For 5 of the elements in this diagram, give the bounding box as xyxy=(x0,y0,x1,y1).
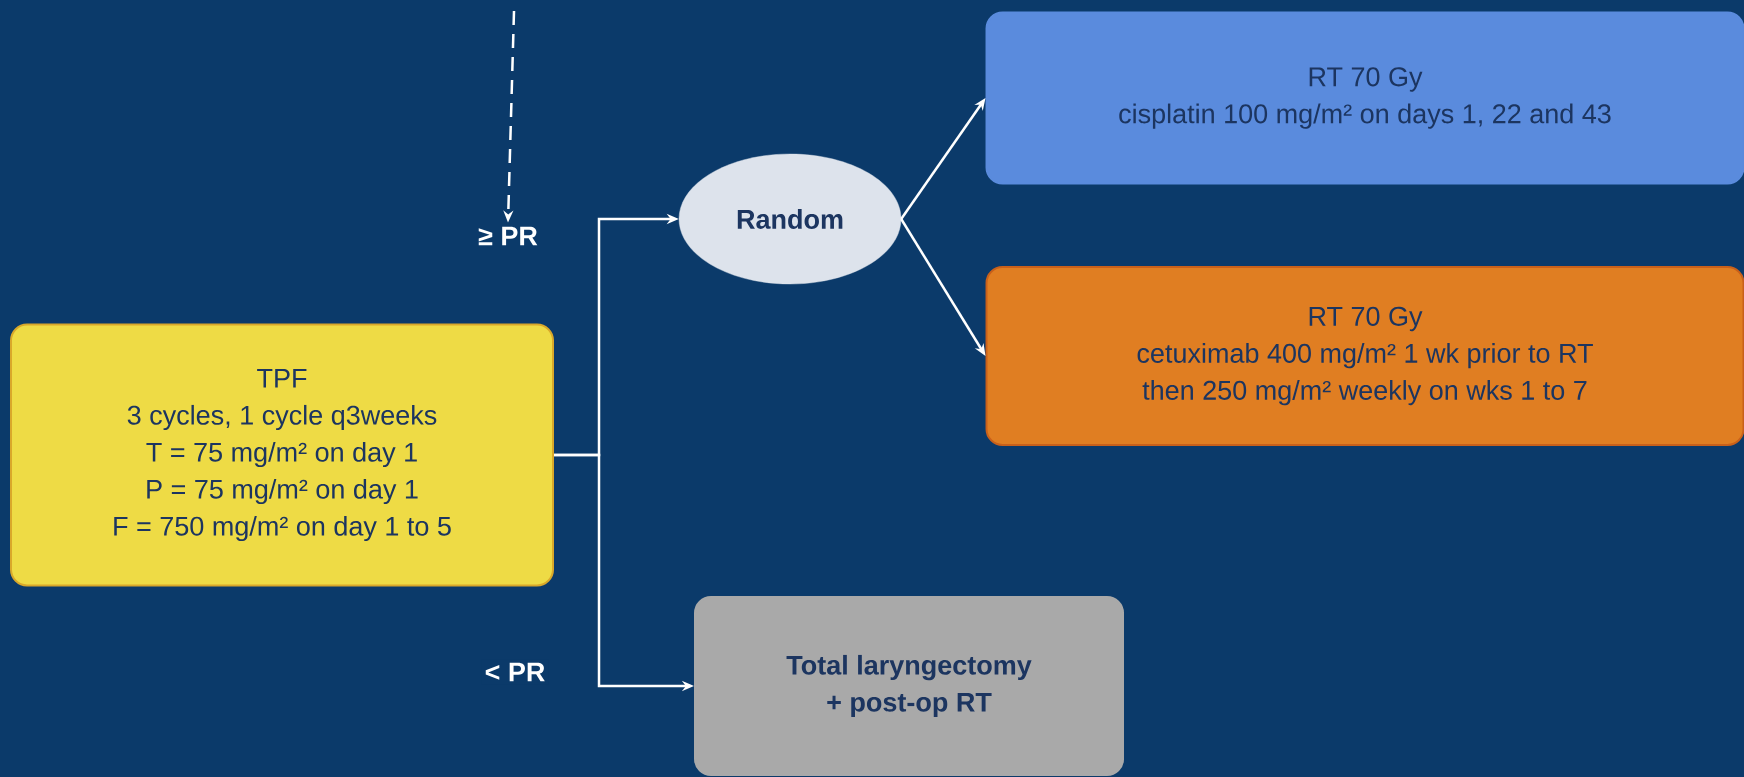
regimen-box: TPF 3 cycles, 1 cycle q3weeks T = 75 mg/m² on day 1 P = 75 mg/m² on day 1 F = 750 mg/m² on day 1 to 5 xyxy=(10,323,554,587)
surgery-box: Total laryngectomy + post-op RT xyxy=(694,596,1124,776)
treatment-box: RT 70 Gy cisplatin 100 mg/m² on days 1, 22 and 43 xyxy=(985,11,1744,185)
treatment-box: RT 70 Gy cetuximab 400 mg/m² 1 wk prior to RT then 250 mg/m² weekly on wks 1 to 7 xyxy=(985,266,1744,446)
response-label: ≥ PR xyxy=(478,226,538,246)
